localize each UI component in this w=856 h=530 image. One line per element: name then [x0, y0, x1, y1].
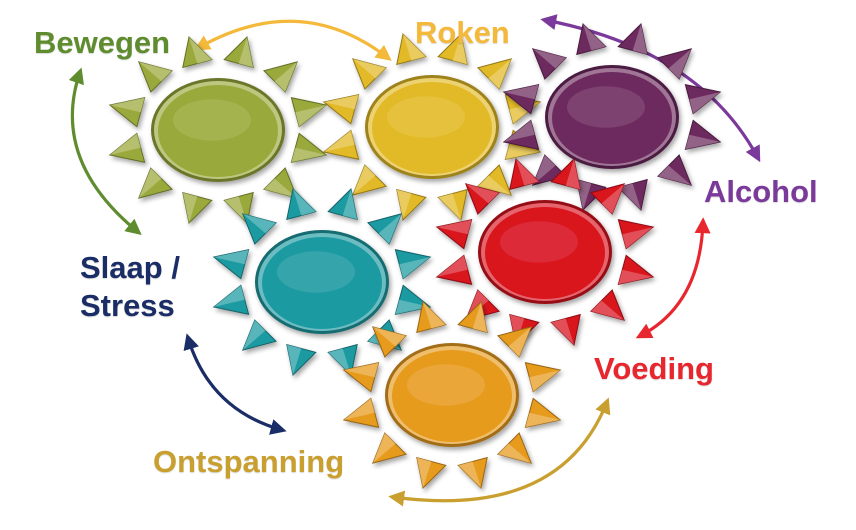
arrow-alcohol-voeding: [635, 217, 711, 339]
label-voeding: Voeding: [594, 351, 714, 386]
sun-orange: [342, 300, 562, 490]
arrow-voeding-ontspanning: [388, 397, 611, 507]
label-slaap: Slaap /: [80, 250, 180, 285]
label-slaap-stress: Slaap / Stress: [80, 249, 180, 325]
label-ontspanning: Ontspanning: [153, 444, 345, 479]
sun-teal: [212, 187, 432, 377]
arrow-bewegen-roken: [193, 19, 392, 61]
sun-green: [108, 35, 328, 225]
sun-yellow: [322, 32, 542, 222]
sun-purple: [502, 22, 722, 212]
label-bewegen: Bewegen: [34, 25, 171, 60]
sun-red: [435, 157, 655, 347]
arrow-slaap-ontspanning: [183, 333, 287, 435]
label-alcohol: Alcohol: [704, 174, 818, 209]
arrow-bewegen-slaap: [68, 67, 142, 236]
label-roken: Roken: [415, 15, 510, 50]
sun-group: [108, 22, 722, 490]
label-stress: Stress: [80, 288, 175, 323]
